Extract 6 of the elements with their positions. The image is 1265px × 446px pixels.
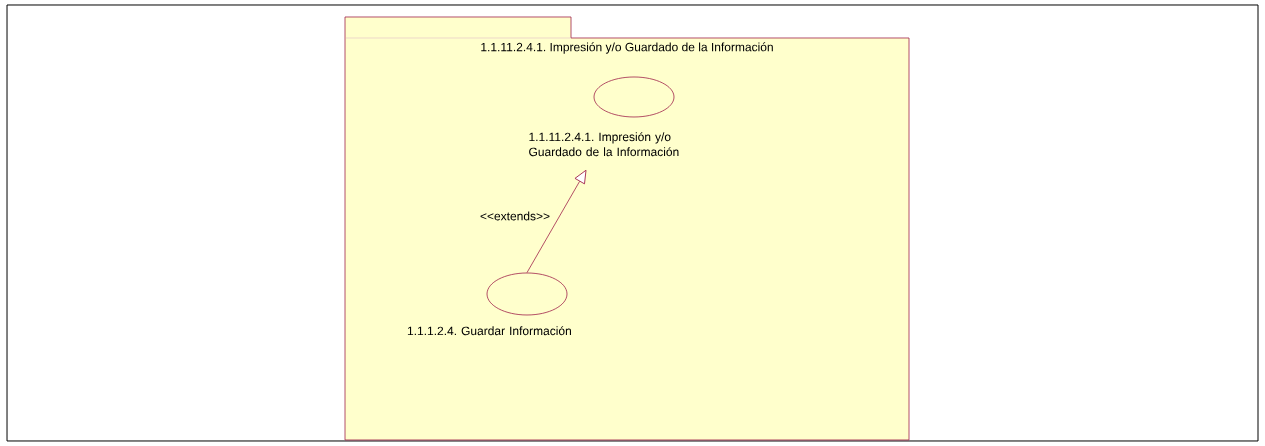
use-case: 1.1.1.2.4. Guardar Información <box>407 272 571 336</box>
arrow <box>526 169 587 273</box>
node-label: 1.1.1.2.4. Guardar Información <box>407 326 571 336</box>
edge-label: <<extends>> <box>480 211 550 221</box>
use-case: 1.1.11.2.4.1. Impresión y/o Guardado de la Información <box>529 76 679 157</box>
node-label: 1.1.11.2.4.1. Impresión y/o Guardado de la Información <box>529 132 679 157</box>
